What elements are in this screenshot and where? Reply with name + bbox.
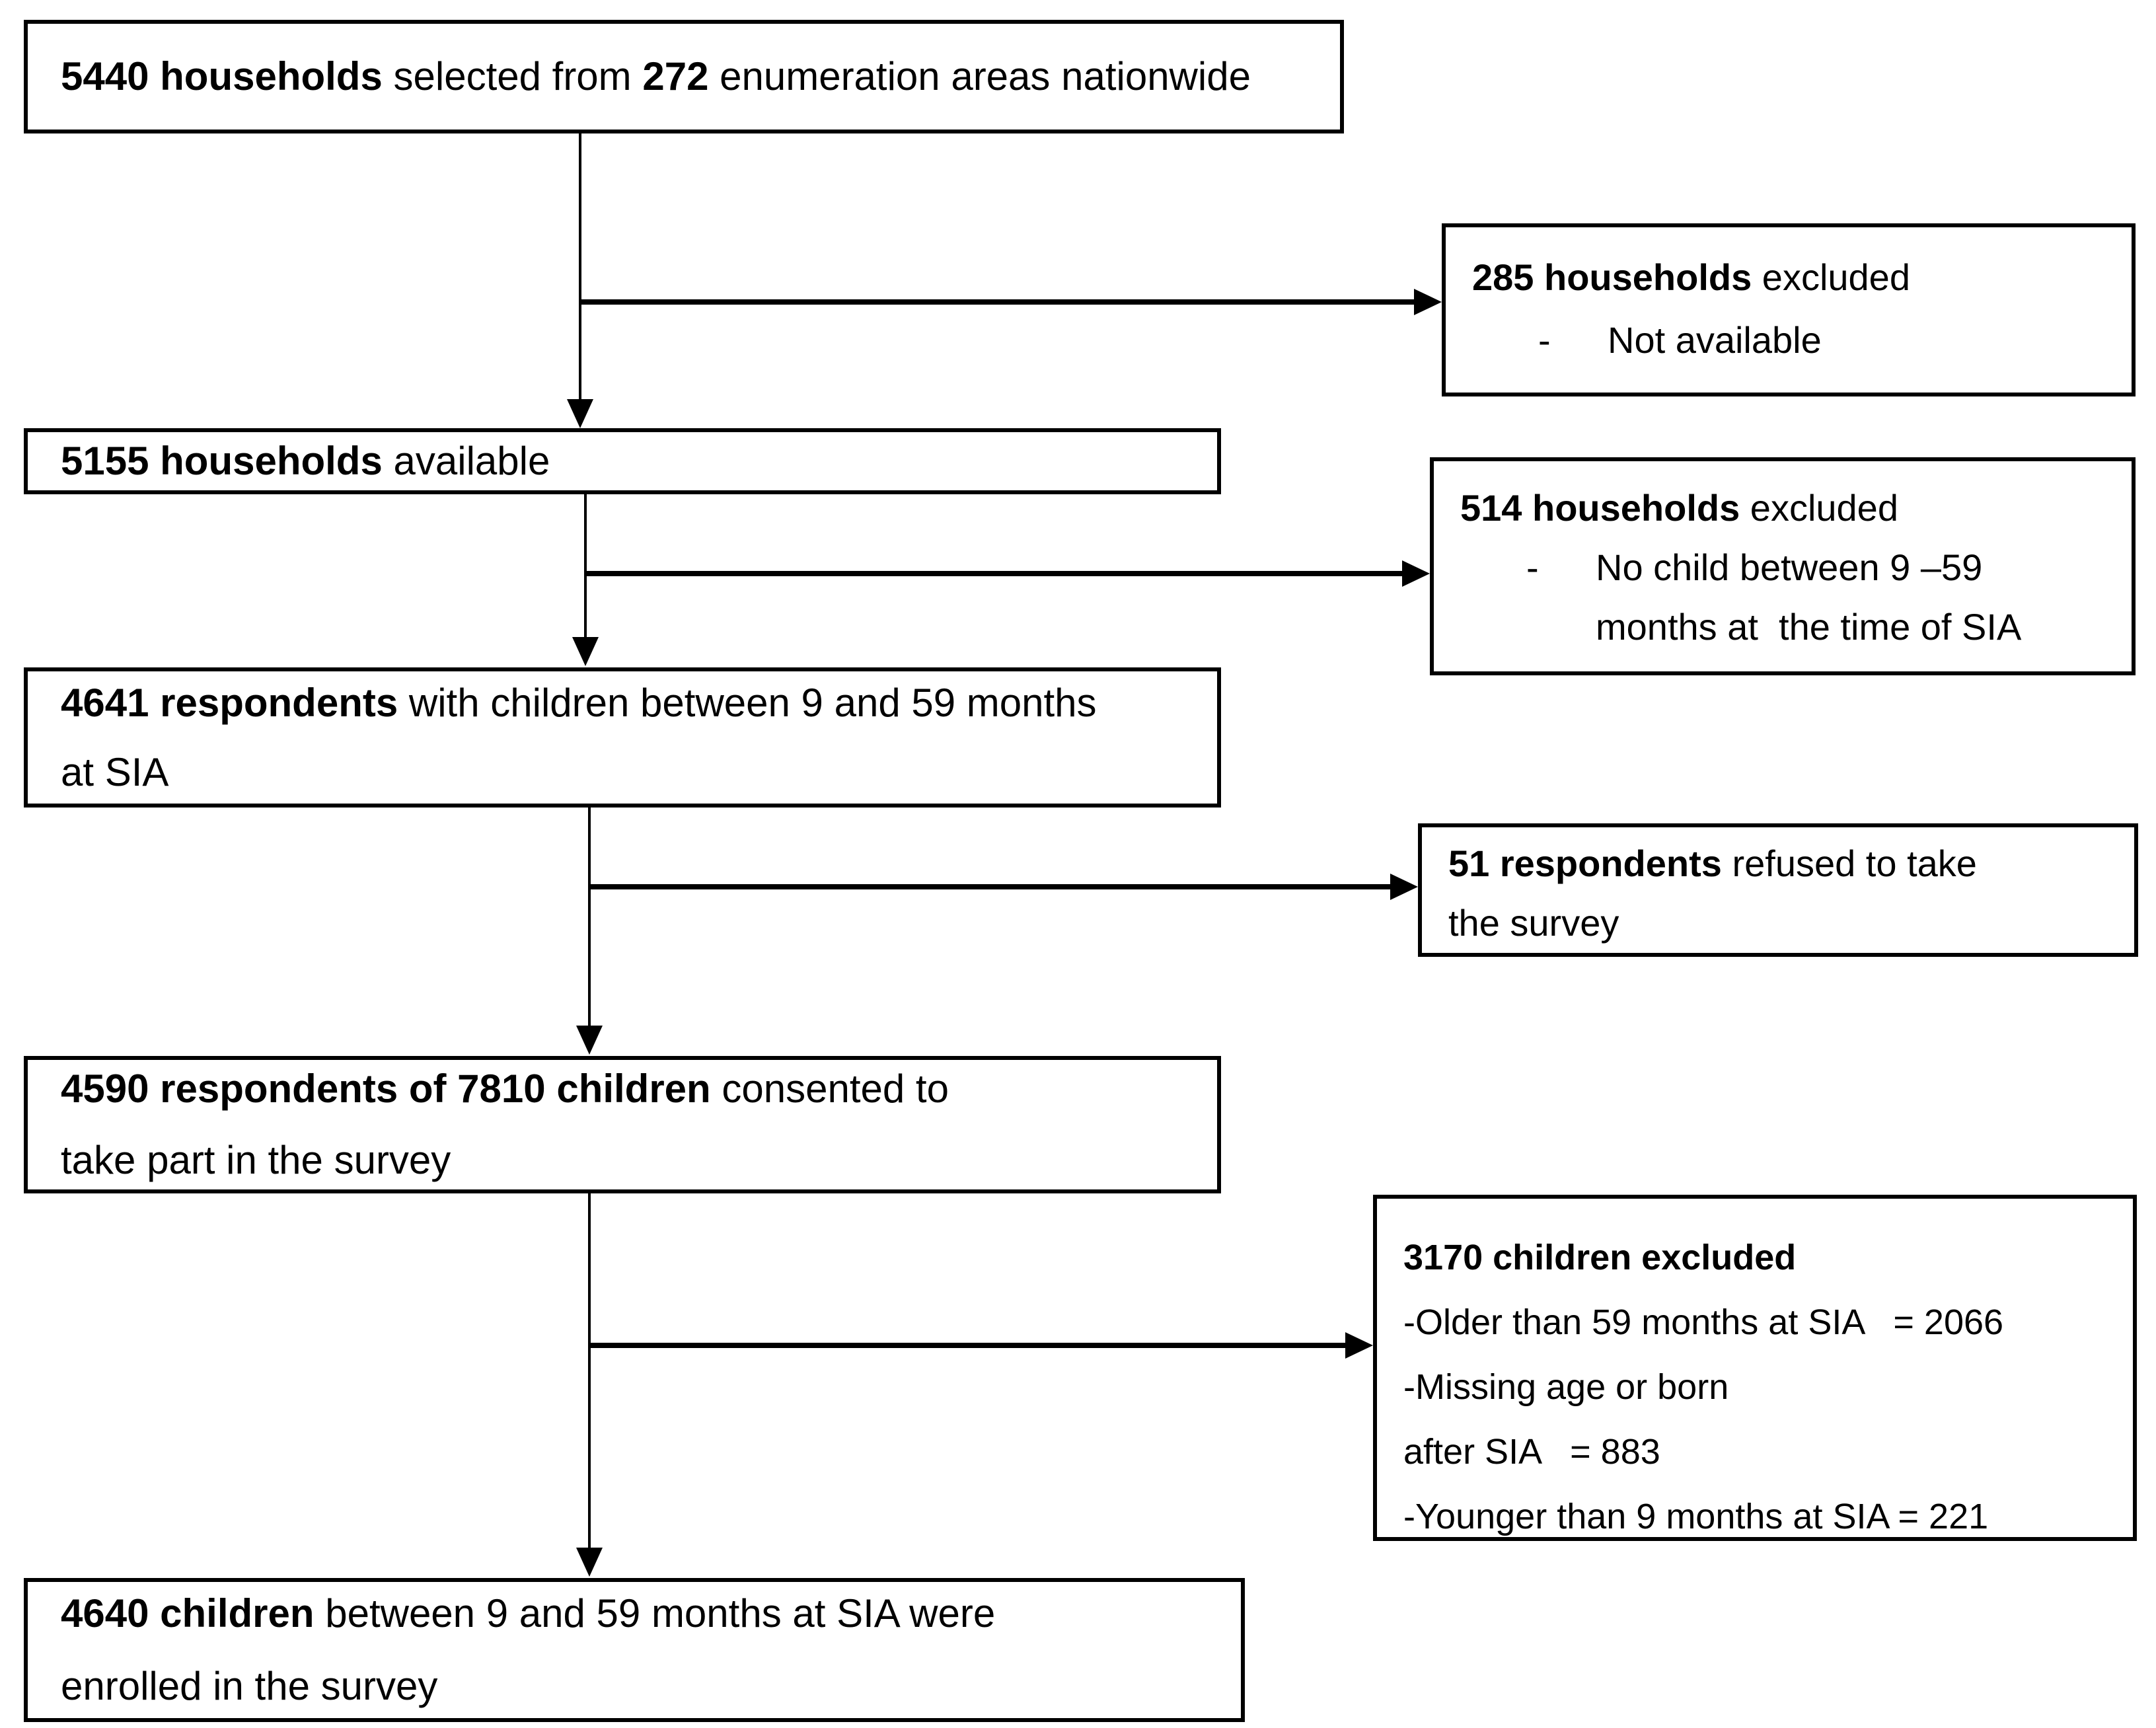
- node-respondents-with-children-line2: at SIA: [61, 750, 169, 794]
- connector-box1-box3: [579, 133, 581, 400]
- node-respondents-consented-line2: take part in the survey: [61, 1138, 451, 1182]
- arrowhead-into-box3: [567, 399, 593, 428]
- enumeration-areas-count: 272: [642, 54, 709, 98]
- arrowhead-into-box6: [1390, 874, 1418, 900]
- households-available-rest: available: [382, 439, 550, 483]
- respondents-refused-count: 51 respondents: [1448, 843, 1722, 884]
- connector-branch-box8: [589, 1343, 1349, 1348]
- households-excluded-285-reason-text: Not available: [1608, 319, 1822, 361]
- node-children-enrolled-line1: 4640 children between 9 and 59 months at…: [61, 1577, 1228, 1650]
- node-respondents-refused-line2: the survey: [1448, 902, 1619, 944]
- bullet-dash: -: [1538, 319, 1551, 361]
- arrowhead-into-box2: [1414, 289, 1442, 315]
- node-respondents-consented-line1: 4590 respondents of 7810 children consen…: [61, 1053, 1204, 1125]
- arrowhead-into-box8: [1345, 1332, 1373, 1359]
- connector-branch-box2: [580, 299, 1419, 305]
- respondents-consented-rest: consented to: [710, 1067, 949, 1111]
- households-selected-count: 5440 households: [61, 54, 383, 98]
- node-households-excluded-514-title: 514 households excluded: [1460, 478, 2121, 538]
- respondents-rest: with children between 9 and 59 months: [398, 681, 1097, 725]
- node-households-excluded-514: 514 households excluded - No child betwee…: [1430, 457, 2136, 675]
- node-respondents-refused-line1: 51 respondents refused to take: [1448, 834, 2124, 893]
- children-enrolled-rest: between 9 and 59 months at SIA were: [314, 1591, 996, 1635]
- node-respondents-with-children-line1: 4641 respondents with children between 9…: [61, 668, 1204, 737]
- children-excluded-after-sia: after SIA = 883: [1403, 1432, 1660, 1472]
- children-excluded-younger: -Younger than 9 months at SIA = 221: [1403, 1497, 1989, 1536]
- households-excluded-514-rest: excluded: [1740, 487, 1898, 529]
- households-selected-text-b: enumeration areas nationwide: [708, 54, 1251, 98]
- children-excluded-missing-age: -Missing age or born: [1403, 1367, 1729, 1407]
- node-households-excluded-285-title: 285 households excluded: [1472, 246, 2121, 309]
- connector-branch-box6: [589, 884, 1395, 889]
- arrowhead-into-box5: [572, 637, 599, 666]
- node-households-selected: 5440 households selected from 272 enumer…: [24, 20, 1344, 133]
- node-households-available: 5155 households available: [24, 428, 1221, 494]
- node-respondents-consented: 4590 respondents of 7810 children consen…: [24, 1056, 1221, 1193]
- households-excluded-514-count: 514 households: [1460, 487, 1740, 529]
- respondents-count: 4641 respondents: [61, 681, 398, 725]
- node-respondents-with-children: 4641 respondents with children between 9…: [24, 667, 1221, 808]
- node-respondents-refused: 51 respondents refused to take the surve…: [1418, 823, 2138, 957]
- connector-box7-box9: [588, 1193, 591, 1548]
- children-enrolled-count: 4640 children: [61, 1591, 315, 1635]
- respondents-consented-count: 4590 respondents of 7810 children: [61, 1067, 711, 1111]
- respondents-refused-rest: refused to take: [1721, 843, 1977, 884]
- arrowhead-into-box7: [576, 1026, 603, 1055]
- households-excluded-285-reason: - Not available: [1472, 309, 2121, 371]
- connector-box3-box5: [584, 494, 587, 638]
- node-children-excluded-title: 3170 children excluded: [1403, 1238, 1797, 1277]
- households-excluded-285-count: 285 households: [1472, 256, 1752, 298]
- households-excluded-514-reason: - No child between 9 –59: [1460, 538, 2121, 597]
- bullet-dash: -: [1526, 546, 1539, 588]
- connector-box5-box7: [588, 808, 591, 1026]
- node-children-enrolled: 4640 children between 9 and 59 months at…: [24, 1578, 1245, 1722]
- connector-branch-box4: [585, 571, 1407, 576]
- node-households-excluded-285: 285 households excluded - Not available: [1442, 223, 2136, 396]
- node-children-excluded: 3170 children excluded -Older than 59 mo…: [1373, 1195, 2137, 1541]
- node-households-selected-text: 5440 households selected from 272 enumer…: [61, 41, 1327, 112]
- node-households-available-text: 5155 households available: [61, 426, 1204, 497]
- arrowhead-into-box4: [1402, 560, 1430, 587]
- households-selected-text-a: selected from: [382, 54, 643, 98]
- arrowhead-into-box9: [576, 1548, 603, 1577]
- households-excluded-514-reason-line1: No child between 9 –59: [1596, 546, 1983, 588]
- node-children-enrolled-line2: enrolled in the survey: [61, 1664, 438, 1708]
- households-excluded-285-rest: excluded: [1752, 256, 1910, 298]
- households-excluded-514-reason-cont: months at the time of SIA: [1460, 597, 2121, 657]
- children-excluded-older: -Older than 59 months at SIA = 2066: [1403, 1302, 2004, 1342]
- households-available-count: 5155 households: [61, 439, 383, 483]
- households-excluded-514-reason-line2: months at the time of SIA: [1596, 606, 2022, 648]
